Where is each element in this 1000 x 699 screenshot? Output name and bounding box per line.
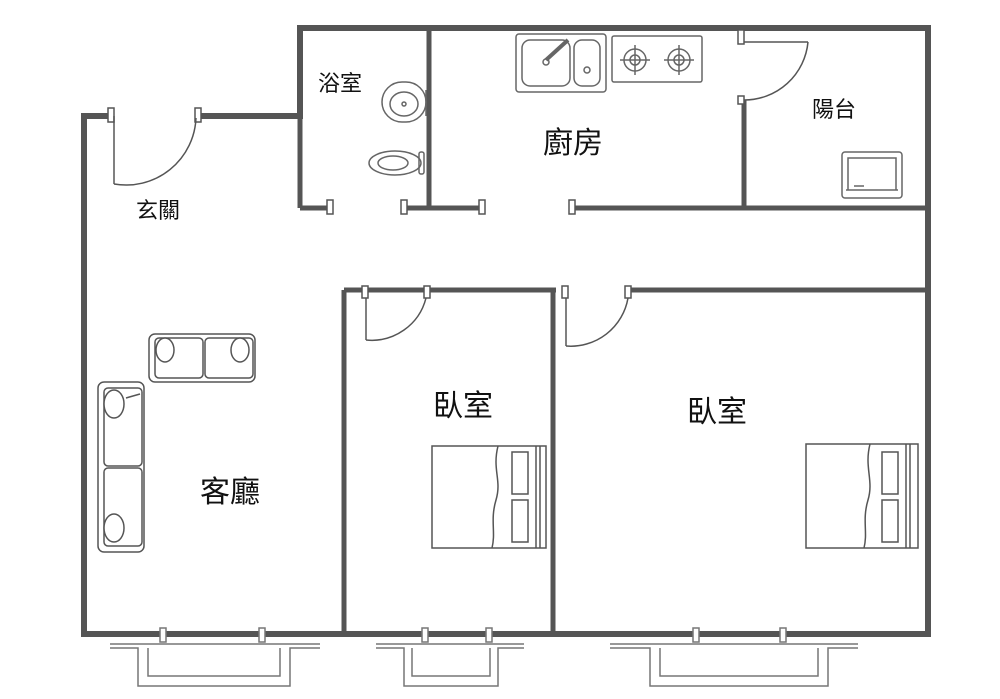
room-label-balcony: 陽台 [812, 98, 857, 123]
room-label-bedroom-small: 臥室 [433, 389, 493, 424]
room-label-kitchen: 廚房 [543, 126, 603, 161]
room-label-living-room: 客廳 [200, 475, 260, 510]
kitchen-sink-icon [515, 33, 607, 93]
gas-stove-icon [611, 35, 703, 83]
bed-icon [805, 443, 919, 549]
room-label-bedroom-large: 臥室 [687, 395, 747, 430]
bed-icon [431, 445, 547, 549]
room-label-entryway: 玄關 [136, 199, 181, 224]
interior-walls [297, 28, 928, 634]
windows [110, 627, 858, 687]
door-jambs [107, 29, 745, 299]
sectional-sofa-icon [97, 381, 145, 553]
sofa-icon [148, 333, 256, 383]
toilet-icon [368, 150, 425, 176]
door-swings [113, 41, 809, 347]
washbasin-icon [381, 81, 427, 123]
washing-machine-icon [841, 151, 903, 199]
room-label-bathroom: 浴室 [318, 72, 363, 97]
